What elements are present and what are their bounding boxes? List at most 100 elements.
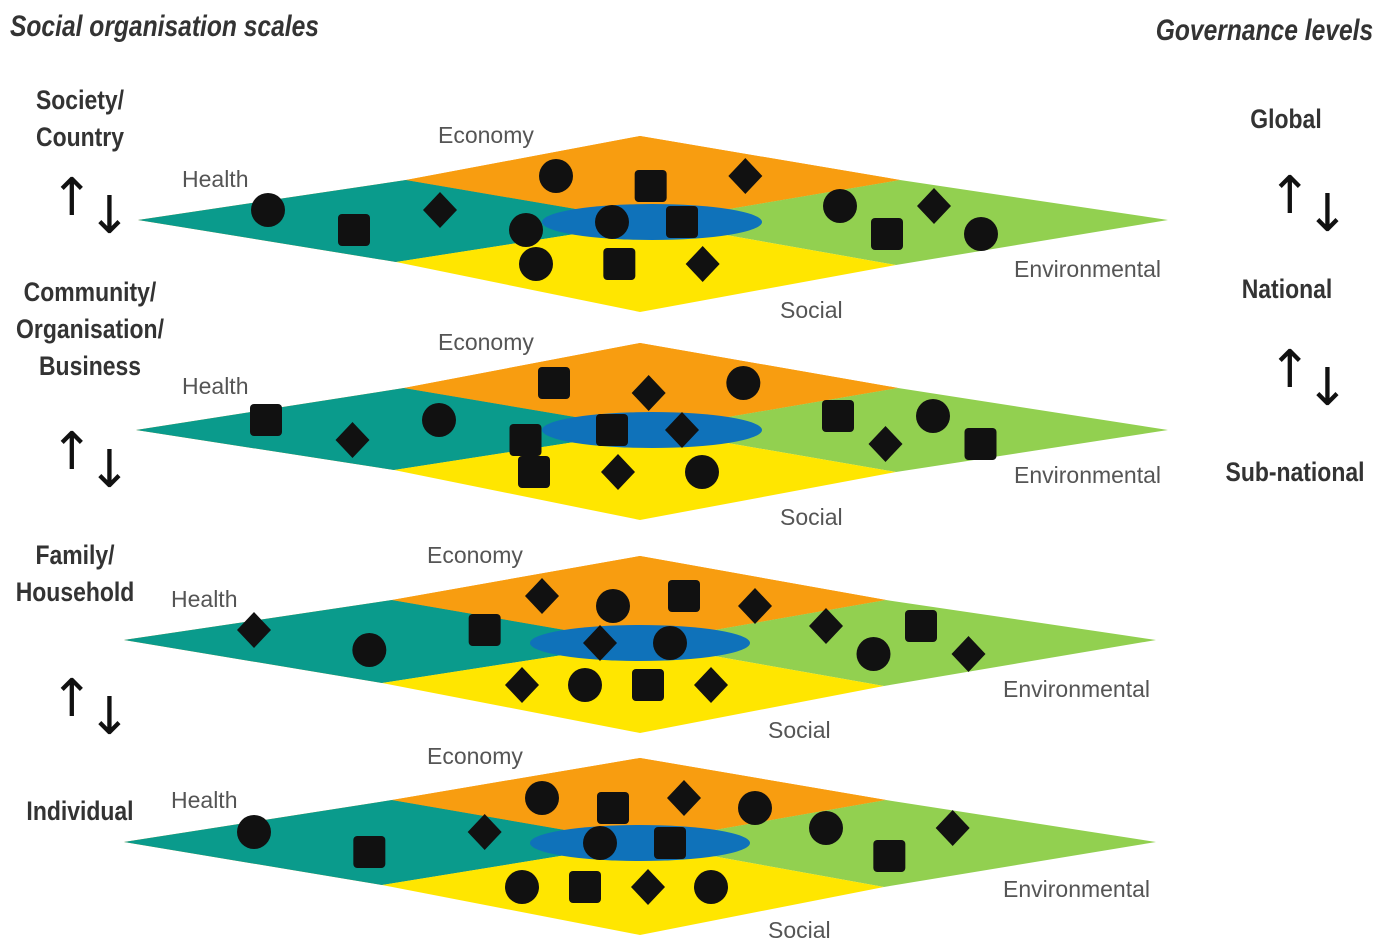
layer4-economy-top — [392, 758, 886, 843]
house-tree-icon — [809, 608, 843, 644]
solar-panel-icon — [951, 636, 986, 672]
arrow-down-icon: ↓ — [87, 440, 132, 500]
photo-frames-icon — [632, 669, 664, 701]
head-idea-icon — [667, 780, 701, 816]
fertilizer-bag-icon — [905, 610, 937, 642]
layer3-centre-ellipse — [530, 625, 750, 661]
layer4-health-label: Health — [171, 787, 238, 813]
recycle-bin-icon — [809, 811, 843, 845]
stethoscope-icon — [509, 424, 542, 456]
scales-of-justice-icon — [595, 205, 629, 239]
earth-icon — [964, 217, 998, 251]
layer4-environmental-label: Environmental — [1003, 876, 1151, 902]
layer3-environmental-label: Environmental — [1003, 676, 1151, 702]
scale-family-line2: Household — [15, 577, 135, 607]
layer3-economy-top — [392, 556, 886, 643]
left-arrows-2: ↑↓ — [50, 422, 131, 496]
life-vest-icon — [668, 580, 700, 612]
left-arrows-1: ↑↓ — [50, 172, 131, 242]
scale-society-line2: Country — [36, 122, 124, 152]
right-heading: Governance levels — [1155, 14, 1373, 47]
office-network-icon — [631, 375, 666, 411]
checkmark-icon — [665, 412, 699, 448]
megaphone-icon — [596, 414, 628, 446]
radar-chart-icon — [728, 158, 763, 194]
lightbulb-icon — [685, 246, 720, 282]
arrow-up-icon: ↑ — [50, 669, 94, 729]
scale-family: Family/ Household — [16, 537, 135, 611]
dove-icon — [519, 247, 553, 281]
left-arrows-3: ↑↓ — [50, 669, 131, 743]
virus-shield-icon — [251, 193, 285, 227]
scale-community-line3: Business — [38, 351, 142, 381]
inbox-download-icon — [738, 791, 772, 825]
piggy-bank-icon — [596, 589, 630, 623]
graduation-cap-icon — [597, 792, 629, 824]
book-icon — [338, 214, 370, 246]
scale-community-line2: Organisation/ — [16, 314, 164, 344]
helping-hand-icon — [583, 826, 617, 860]
layer3-health-label: Health — [171, 586, 238, 612]
forest-icon — [868, 426, 903, 462]
layer4-centre-ellipse — [530, 825, 750, 861]
masked-person-icon — [422, 403, 456, 437]
layer1-environmental-label: Environmental — [1014, 256, 1162, 282]
connections-icon — [694, 667, 728, 703]
money-bag-icon — [738, 588, 772, 624]
gov-national: National — [1241, 274, 1333, 304]
left-heading: Social organisation scales — [10, 10, 319, 43]
arrow-down-icon: ↓ — [1305, 358, 1350, 418]
layer4-economy-label: Economy — [427, 743, 523, 769]
teacher-icon — [603, 248, 636, 280]
layer2-environmental-quadrant — [652, 388, 1168, 472]
xylophone-icon — [694, 870, 728, 904]
home-heart-icon — [505, 667, 539, 703]
layer1-health-label: Health — [182, 166, 249, 192]
thought-bubble-icon — [467, 814, 502, 850]
scale-society-line1: Society/ — [35, 85, 125, 115]
layer2-environmental-label: Environmental — [1014, 462, 1162, 488]
arrow-up-icon: ↑ — [1268, 340, 1312, 400]
arrow-up-icon: ↑ — [50, 422, 94, 482]
layer4-social-label: Social — [768, 917, 831, 943]
globe-icon — [539, 159, 573, 193]
ambulance-icon — [335, 422, 370, 458]
plant-in-hand-icon — [935, 810, 970, 846]
chart-icon — [423, 192, 457, 228]
electric-car-icon — [916, 399, 950, 433]
layer3-economy-label: Economy — [427, 542, 523, 568]
gov-global: Global — [1250, 104, 1322, 134]
gov-subnational: Sub-national — [1225, 457, 1365, 487]
group-chat-icon — [538, 367, 570, 399]
molecule-network-icon — [518, 456, 550, 488]
layer2-social-label: Social — [780, 504, 843, 530]
farm-icon — [964, 428, 997, 460]
arrow-up-icon: ↑ — [1268, 166, 1312, 226]
head-puzzle-icon — [505, 870, 539, 904]
apple-icon — [237, 612, 271, 648]
right-arrows-1: ↑↓ — [1268, 166, 1349, 240]
canoe-icon — [352, 633, 387, 667]
scale-community-line1: Community/ — [23, 277, 157, 307]
arrow-down-icon: ↓ — [1305, 184, 1350, 244]
arrow-down-icon: ↓ — [87, 687, 132, 747]
idea-team-icon — [685, 455, 719, 489]
guide-dog-icon — [468, 614, 501, 646]
puzzle-icon — [654, 827, 686, 859]
elderly-person-icon — [601, 454, 635, 490]
layer2-economy-label: Economy — [438, 329, 534, 355]
layer3-social-label: Social — [768, 717, 831, 743]
tram-icon — [822, 400, 854, 432]
scale-society: Society/ Country — [21, 82, 140, 156]
medical-cross-icon — [509, 213, 543, 247]
sprout-soil-icon — [856, 637, 891, 671]
hospital-icon — [250, 404, 282, 436]
layer3-environmental-quadrant — [640, 600, 1156, 686]
layer2-health-label: Health — [182, 373, 249, 399]
right-arrows-2: ↑↓ — [1268, 340, 1349, 414]
scale-community: Community/ Organisation/ Business — [14, 274, 167, 385]
eco-plug-icon — [823, 189, 857, 223]
network-cloud-icon — [634, 170, 667, 202]
dna-icon — [237, 815, 271, 849]
